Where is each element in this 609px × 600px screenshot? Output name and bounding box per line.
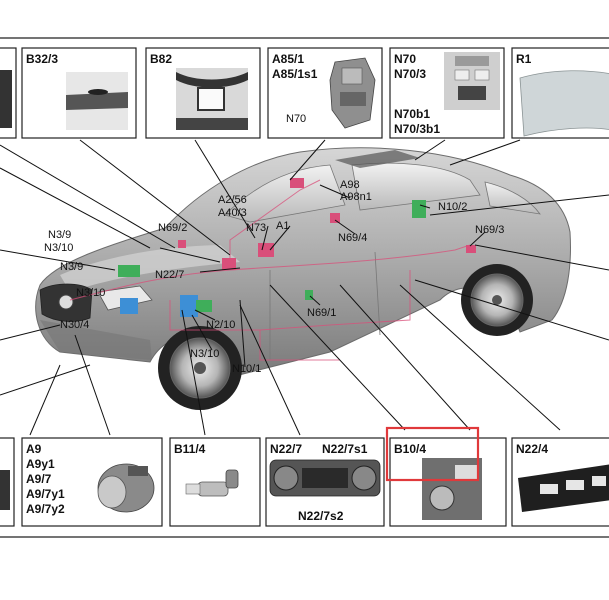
module-n69-1 bbox=[305, 290, 313, 300]
callout-a1: A1 bbox=[276, 220, 289, 232]
callout-labels: A2/56 A40/3 N73 A1 A98 A98n1 N10/2 N69/2… bbox=[44, 179, 504, 375]
box-n70-line2: N70/3 bbox=[394, 67, 426, 81]
box-a9-line4: A9/7y1 bbox=[26, 487, 65, 501]
box-n70-line1: N70 bbox=[394, 52, 416, 66]
component-box-n22-4[interactable]: N22/4 bbox=[511, 437, 609, 527]
module-n3-10 bbox=[120, 298, 138, 314]
box-a85-line1: A85/1 bbox=[272, 52, 304, 66]
callout-n2-10: N2/10 bbox=[206, 319, 235, 331]
module-n10-2 bbox=[412, 200, 426, 218]
callout-n73: N73 bbox=[246, 222, 266, 234]
callout-a2-56: A2/56 bbox=[218, 194, 247, 206]
component-box-a9[interactable]: A9 A9y1 A9/7 A9/7y1 A9/7y2 bbox=[21, 437, 163, 527]
car-modules bbox=[118, 178, 476, 317]
box-a85-line2: A85/1s1 bbox=[272, 67, 318, 81]
component-box-b32-3[interactable]: B32/3 bbox=[21, 47, 137, 139]
module-n22-7 bbox=[196, 300, 212, 312]
callout-n10-2: N10/2 bbox=[438, 201, 467, 213]
highlight-frame bbox=[385, 426, 480, 482]
component-box-n22-7[interactable]: N22/7 N22/7s1 N22/7s2 bbox=[265, 437, 385, 527]
component-box-a85[interactable]: A85/1 A85/1s1 N70 bbox=[267, 47, 383, 139]
callout-n69-3: N69/3 bbox=[475, 224, 504, 236]
box-b32-3-label: B32/3 bbox=[26, 52, 58, 66]
component-box-b11-4[interactable]: B11/4 bbox=[169, 437, 261, 527]
box-b11-4-label: B11/4 bbox=[174, 442, 206, 456]
callout-a98n1: A98n1 bbox=[340, 191, 372, 203]
callout-n3-9-a: N3/9 bbox=[48, 229, 71, 241]
box-b82-label: B82 bbox=[150, 52, 172, 66]
module-n2-10 bbox=[180, 295, 198, 317]
box-b10-4-label: B10/4 bbox=[394, 442, 426, 456]
box-n22-7-line2: N22/7s1 bbox=[322, 442, 368, 456]
module-a98 bbox=[290, 178, 304, 188]
component-box-n70[interactable]: N70 N70/3 N70b1 N70/3b1 bbox=[389, 47, 505, 139]
callout-n3-10-a: N3/10 bbox=[44, 242, 73, 254]
box-n70-sub1: N70b1 bbox=[394, 107, 430, 121]
callout-a98: A98 bbox=[340, 179, 360, 191]
callout-n3-9-b: N3/9 bbox=[60, 261, 83, 273]
callout-n69-1: N69/1 bbox=[307, 307, 336, 319]
leader-lines bbox=[0, 139, 609, 436]
box-n22-4-label: N22/4 bbox=[516, 442, 548, 456]
module-a40-3 bbox=[222, 258, 236, 270]
box-a9-line3: A9/7 bbox=[26, 472, 52, 486]
box-a9-line1: A9 bbox=[26, 442, 42, 456]
callout-n22-7: N22/7 bbox=[155, 269, 184, 281]
component-box-b10-4[interactable]: B10/4 bbox=[385, 426, 507, 527]
box-r1-label: R1 bbox=[516, 52, 532, 66]
box-a85-callout: N70 bbox=[286, 113, 306, 125]
callout-n69-2: N69/2 bbox=[158, 222, 187, 234]
callout-n3-10-b: N3/10 bbox=[76, 287, 105, 299]
callout-n69-4: N69/4 bbox=[338, 232, 367, 244]
module-n73 bbox=[258, 243, 274, 257]
module-n69-2 bbox=[178, 240, 186, 248]
box-n22-7-line1: N22/7 bbox=[270, 442, 302, 456]
component-box-b82[interactable]: B82 bbox=[145, 47, 261, 139]
callout-n10-1: N10/1 bbox=[232, 363, 261, 375]
box-a9-line2: A9y1 bbox=[26, 457, 55, 471]
callout-n30-4: N30/4 bbox=[60, 319, 89, 331]
callout-n3-10-c: N3/10 bbox=[190, 348, 219, 360]
box-n22-7-sub: N22/7s2 bbox=[298, 509, 344, 523]
module-n69-4 bbox=[330, 213, 340, 223]
box-n70-sub2: N70/3b1 bbox=[394, 122, 440, 136]
component-box-r1[interactable]: R1 bbox=[511, 47, 609, 139]
callout-a40-3: A40/3 bbox=[218, 207, 247, 219]
module-n3-9 bbox=[118, 265, 140, 277]
box-a9-line5: A9/7y2 bbox=[26, 502, 65, 516]
module-n69-3 bbox=[466, 245, 476, 253]
